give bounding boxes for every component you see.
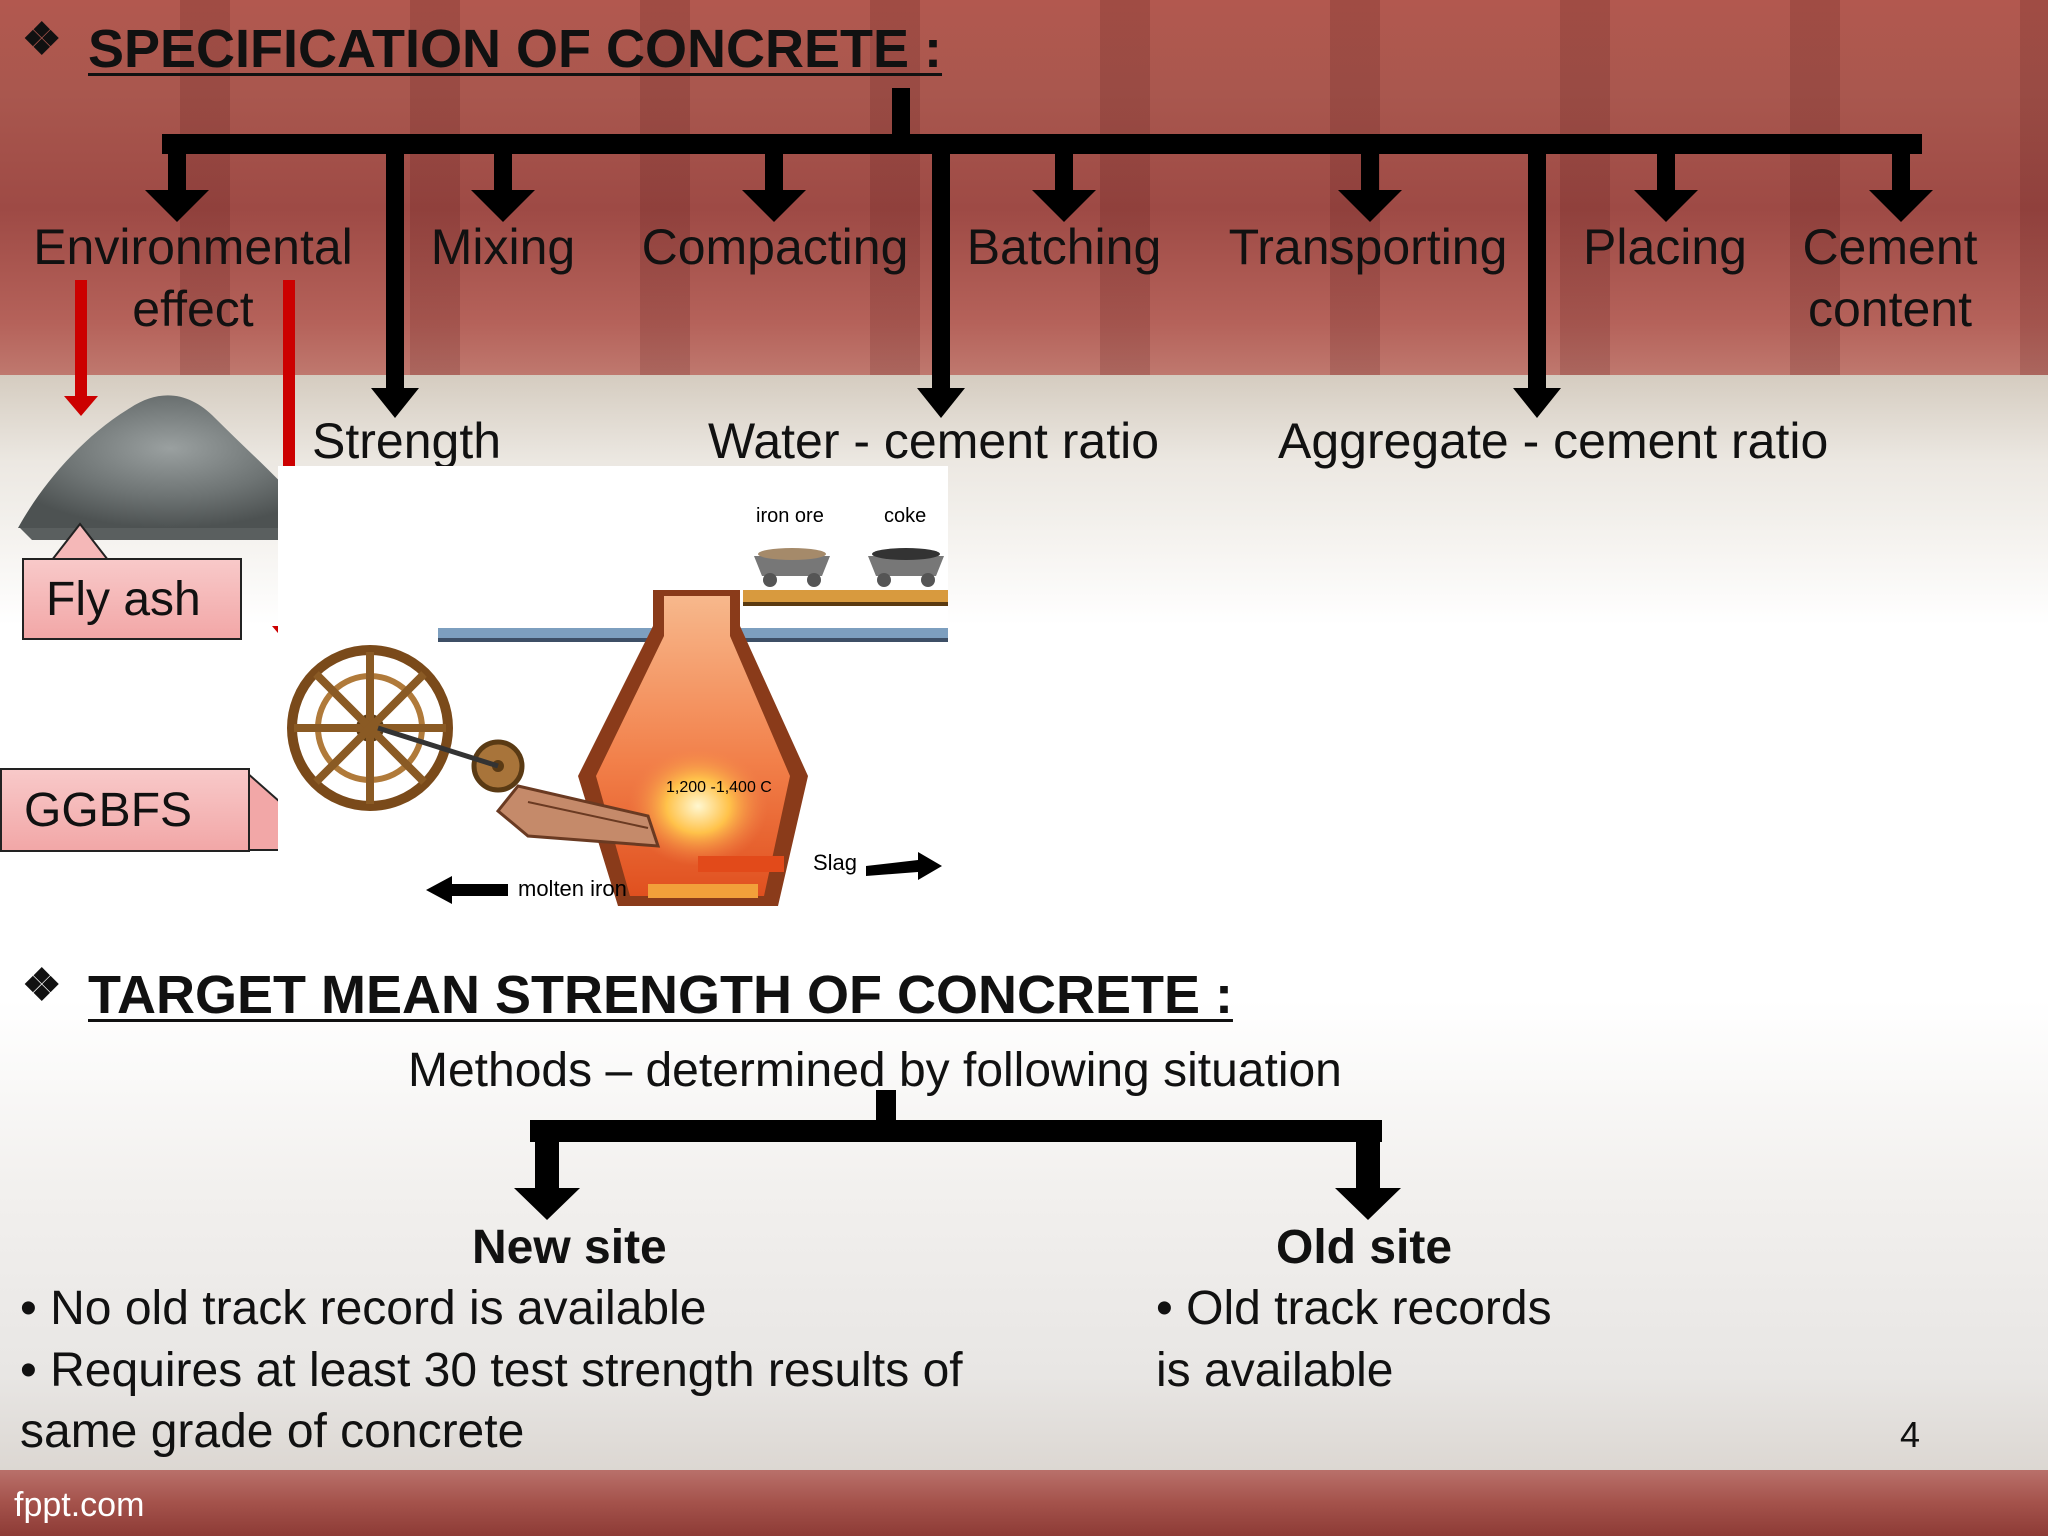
blast-furnace-illustration: iron ore coke 1,200 -1,400 C Slag molten… xyxy=(278,466,948,916)
coke-label: coke xyxy=(884,505,926,527)
spec-item-environmental-effect: Environmental effect xyxy=(22,216,364,340)
slag-label: Slag xyxy=(813,850,857,875)
spec-item-label: Environmental xyxy=(33,219,353,275)
spec-item-label: Cement xyxy=(1802,219,1978,275)
spec-item-strength: Strength xyxy=(312,413,502,469)
old-site-heading: Old site xyxy=(1276,1221,1453,1274)
list-item-text: Old track records xyxy=(1186,1282,1552,1335)
coke-cart-icon xyxy=(868,548,944,587)
spec-item-transporting: Transporting xyxy=(1212,216,1524,278)
spec-item-compacting: Compacting xyxy=(622,216,928,278)
header-background xyxy=(0,0,2048,380)
target-mean-arrows xyxy=(514,1090,1401,1220)
new-site-heading: New site xyxy=(472,1221,667,1274)
spec-item-label: effect xyxy=(132,281,254,337)
fly-ash-callout-pointer xyxy=(49,522,111,561)
footer-bar xyxy=(0,1470,2048,1536)
spec-item-mixing: Mixing xyxy=(418,216,588,278)
spec-item-label: Batching xyxy=(966,219,1162,275)
footer-brand: fppt.com xyxy=(14,1486,145,1524)
spec-item-label: content xyxy=(1807,281,1972,337)
spec-item-water-cement-ratio: Water - cement ratio xyxy=(708,413,1160,469)
bullet-dot-icon: • xyxy=(20,1282,51,1335)
spec-item-cement-content: Cement content xyxy=(1790,216,1990,340)
list-item-text: Requires at least 30 test strength resul… xyxy=(50,1344,963,1397)
list-item: • Requires at least 30 test strength res… xyxy=(20,1340,963,1402)
spec-item-label: Transporting xyxy=(1228,219,1508,275)
lower-background xyxy=(0,1000,2048,1470)
spec-item-label: Placing xyxy=(1583,219,1747,275)
section-title-specification: SPECIFICATION OF CONCRETE : xyxy=(88,19,943,79)
spec-item-aggregate-cement-ratio: Aggregate - cement ratio xyxy=(1278,413,1829,469)
molten-iron-label: molten iron xyxy=(518,876,627,901)
methods-text: Methods – determined by following situat… xyxy=(408,1044,1342,1097)
page-number: 4 xyxy=(1900,1414,1921,1455)
iron-ore-label: iron ore xyxy=(756,505,824,527)
list-item: • No old track record is available xyxy=(20,1278,706,1340)
callout-label: Fly ash xyxy=(46,572,201,626)
list-item-continuation: is available xyxy=(1156,1344,1394,1397)
waterwheel-icon xyxy=(287,645,453,811)
ggbfs-callout: GGBFS xyxy=(0,768,250,852)
callout-label: GGBFS xyxy=(24,783,193,837)
section-title-target-mean-strength: TARGET MEAN STRENGTH OF CONCRETE : xyxy=(88,965,1233,1025)
list-item: • Old track records xyxy=(1156,1278,1552,1340)
spec-tree-arrows xyxy=(145,88,1933,418)
spec-item-batching: Batching xyxy=(958,216,1170,278)
fly-ash-callout: Fly ash xyxy=(22,558,242,640)
diamond-bullet-icon: ❖ xyxy=(22,15,62,64)
list-item-continuation: same grade of concrete xyxy=(20,1405,525,1458)
list-item-text: No old track record is available xyxy=(50,1282,707,1335)
spec-item-label: Mixing xyxy=(430,219,576,275)
fly-ash-pile-image xyxy=(18,395,322,540)
iron-ore-cart-icon xyxy=(754,548,830,587)
bullet-dot-icon: • xyxy=(1156,1282,1187,1335)
diamond-bullet-icon: ❖ xyxy=(22,961,62,1010)
spec-item-label: Compacting xyxy=(641,219,909,275)
temperature-label: 1,200 -1,400 C xyxy=(666,779,772,796)
spec-item-placing: Placing xyxy=(1570,216,1760,278)
bullet-dot-icon: • xyxy=(20,1344,51,1397)
